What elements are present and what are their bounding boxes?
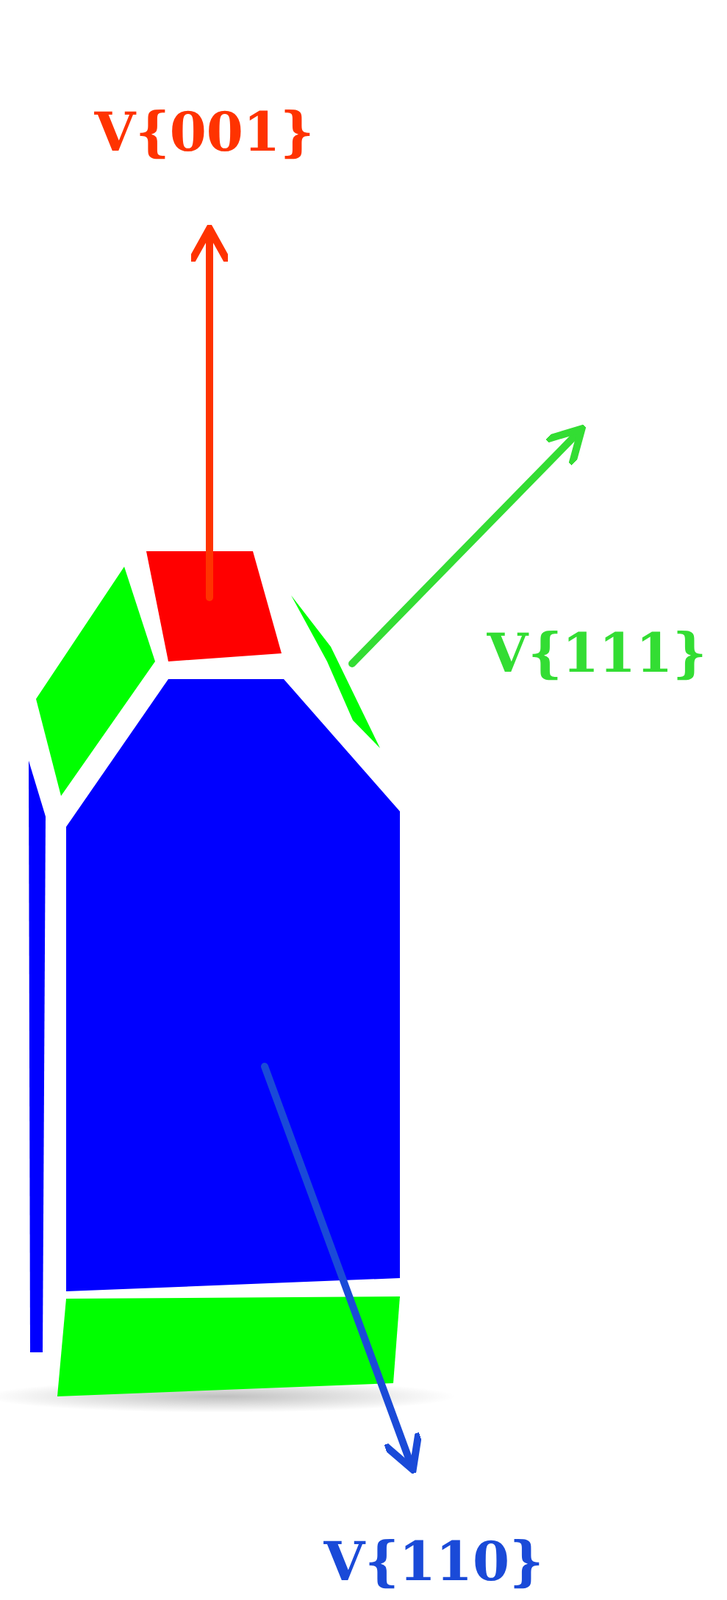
vector-label: V{111} (487, 627, 708, 680)
left-facet (36, 566, 156, 797)
vector-label: V{001} (94, 105, 315, 159)
side-face (28, 760, 46, 1353)
bottom-facet (57, 1296, 400, 1397)
arrow-110 (264, 1066, 412, 1467)
top-face (146, 551, 282, 662)
vector-label: V{110} (324, 1535, 544, 1589)
right-facet (291, 595, 381, 749)
arrow-001 (205, 232, 214, 598)
front-face (66, 679, 400, 1292)
